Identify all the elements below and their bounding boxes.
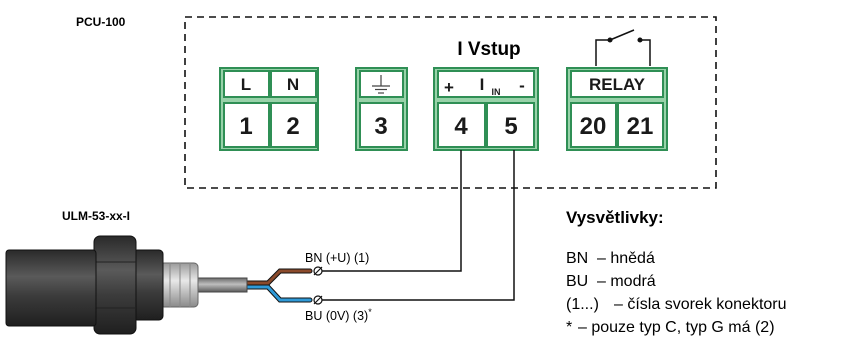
- terminal-number-4: 4: [454, 113, 468, 140]
- sensor-device-label: ULM-53-xx-I: [62, 209, 130, 223]
- legend-key: *: [566, 319, 572, 336]
- terminal-label-relay: RELAY: [589, 75, 646, 94]
- terminal-label-n: N: [287, 75, 299, 94]
- pcu-housing-outline: [184, 16, 717, 189]
- sensor-body: [5, 235, 248, 335]
- ground-icon: [372, 75, 390, 94]
- relay-contact-icon: [595, 29, 651, 66]
- terminal-number-2: 2: [286, 113, 299, 140]
- legend-text: – čísla svorek konektoru: [614, 296, 787, 313]
- terminal-label-current-sub: IN: [492, 87, 501, 97]
- sensor-leads: [240, 268, 313, 303]
- legend-key: (1...): [566, 296, 599, 313]
- terminal-label-minus: -: [519, 76, 525, 95]
- legend-title: Vysvětlivky:: [566, 208, 664, 227]
- wire-to-terminal-4: [318, 150, 462, 272]
- terminal-label-l: L: [241, 75, 251, 94]
- legend-text: – hnědá: [597, 250, 655, 267]
- terminal-block-relay: RELAY 20 21: [566, 67, 668, 151]
- pcu-device-label: PCU-100: [76, 15, 126, 29]
- terminal-number-5: 5: [504, 113, 517, 140]
- terminal-block-ground: 3: [355, 67, 408, 151]
- terminal-block-input: + I IN - 4 5: [433, 67, 539, 151]
- wire-label-brown: BN (+U) (1): [305, 251, 369, 265]
- legend-text: – pouze typ C, typ G má (2): [578, 319, 775, 336]
- wire-label-blue: BU (0V) (3)*: [305, 307, 372, 323]
- legend: Vysvětlivky: BN – hnědá BU – modrá (1...…: [566, 208, 787, 336]
- terminal-number-21: 21: [627, 113, 654, 140]
- legend-key: BU: [566, 273, 588, 290]
- terminal-block-power: L N 1 2: [219, 67, 319, 151]
- legend-key: BN: [566, 250, 588, 267]
- wire-to-terminal-5: [318, 150, 515, 301]
- screw-terminal-icon: [313, 266, 323, 305]
- legend-text: – modrá: [597, 273, 656, 290]
- input-group-title: I Vstup: [457, 39, 520, 60]
- terminal-label-plus: +: [444, 78, 454, 97]
- terminal-number-3: 3: [374, 113, 387, 140]
- terminal-label-current: I: [480, 75, 485, 94]
- terminal-number-1: 1: [239, 113, 252, 140]
- connection-wires: [318, 150, 515, 301]
- terminal-number-20: 20: [580, 113, 607, 140]
